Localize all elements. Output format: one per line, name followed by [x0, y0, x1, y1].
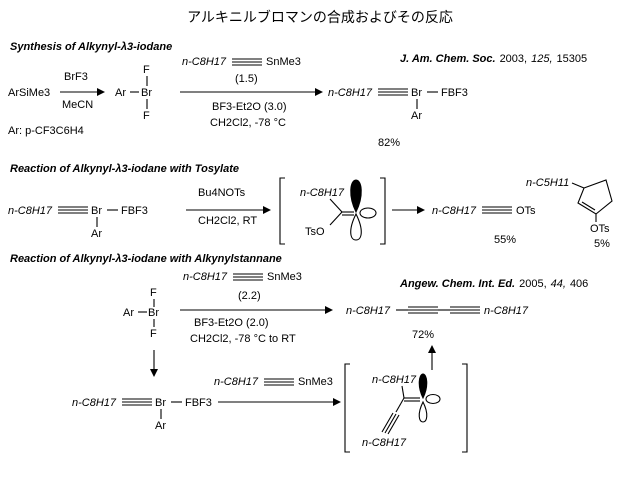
reagent-alkynylstannane-2: n-C8H17 SnMe3	[183, 271, 302, 283]
svg-text:n-C8H17: n-C8H17	[328, 87, 373, 99]
svg-text:SnMe3: SnMe3	[298, 376, 333, 388]
product-cyclopentenyl-tosylate: n-C5H11 OTs	[526, 177, 613, 235]
svg-text:Ar: Ar	[411, 110, 422, 122]
equivalents-1-5: (1.5)	[235, 73, 258, 85]
svg-text:Br: Br	[155, 397, 166, 409]
svg-text:n-C5H11: n-C5H11	[526, 177, 569, 189]
ar-definition: Ar: p-CF3C6H4	[8, 125, 84, 137]
svg-text:FBF3: FBF3	[441, 87, 468, 99]
equivalents-2-2: (2.2)	[238, 290, 261, 302]
reactant-arbrf2-2: F Ar Br F	[123, 287, 159, 340]
journal-pages: 15305	[557, 53, 588, 65]
journal-year: 2003,	[500, 53, 528, 65]
yield-72: 72%	[412, 329, 434, 341]
p-orbital-filled-lobe-2	[418, 373, 428, 400]
reagent-bu4nots: Bu4NOTs	[198, 187, 246, 199]
svg-text:n-C8H17: n-C8H17	[432, 205, 477, 217]
reagent-brf3: BrF3	[64, 71, 88, 83]
svg-text:Ar: Ar	[91, 228, 102, 240]
svg-text:n-C8H17: n-C8H17	[214, 376, 259, 388]
svg-text:F: F	[150, 328, 157, 340]
p-orbital-empty-lobe	[350, 212, 362, 241]
p-orbital-empty-lobe-2	[418, 400, 428, 423]
product-alkynyl-tosylate: n-C8H17 OTs	[432, 205, 536, 217]
svg-text:F: F	[150, 287, 157, 299]
condition-rt: CH2Cl2, RT	[198, 215, 257, 227]
svg-text:Ar: Ar	[123, 307, 134, 319]
journal-reference-angew: Angew. Chem. Int. Ed.2005,44,406	[399, 278, 588, 290]
carbene-intermediate: n-C8H17 TsO	[279, 177, 386, 245]
svg-text:SnMe3: SnMe3	[267, 271, 302, 283]
tosylate-heading: Reaction of Alkynyl-λ3-iodane with Tosyl…	[10, 163, 239, 175]
atom-ar: Ar	[115, 87, 126, 99]
p-orbital-filled-lobe	[350, 179, 362, 214]
svg-text:FBF3: FBF3	[185, 397, 212, 409]
stannane-heading: Reaction of Alkynyl-λ3-iodane with Alkyn…	[10, 253, 282, 265]
solvent-mecn: MeCN	[62, 99, 93, 111]
journal-volume: 125,	[531, 53, 552, 65]
svg-text:Br: Br	[91, 205, 102, 217]
svg-text:Br: Br	[148, 307, 159, 319]
condition-bf3-2: BF3-Et2O (2.0)	[194, 317, 269, 329]
yield-82: 82%	[378, 137, 400, 149]
svg-text:SnMe3: SnMe3	[266, 56, 301, 68]
product-diyne: n-C8H17 n-C8H17	[346, 305, 529, 317]
reactant-arsime3: ArSiMe3	[8, 87, 50, 99]
atom-f-bottom: F	[143, 110, 150, 122]
condition-bf3: BF3-Et2O (3.0)	[212, 101, 287, 113]
svg-text:OTs: OTs	[590, 223, 610, 235]
reagent-alkynylstannane: n-C8H17 SnMe3	[182, 56, 301, 68]
svg-text:Br: Br	[411, 87, 422, 99]
reactant-alkynylbromane-2: n-C8H17 Br FBF3 Ar	[8, 205, 148, 240]
condition-solvent-temp-2: CH2Cl2, -78 °C to RT	[190, 333, 296, 345]
intermediate-arbrf2: F Ar Br F	[115, 64, 152, 122]
svg-text:n-C8H17: n-C8H17	[484, 305, 529, 317]
condition-solvent-temp: CH2Cl2, -78 °C	[210, 117, 286, 129]
svg-text:n-C8H17: n-C8H17	[362, 437, 407, 449]
journal-name-2: Angew. Chem. Int. Ed.	[399, 278, 515, 290]
svg-text:n-C8H17: n-C8H17	[300, 187, 345, 199]
page-title: アルキニルブロマンの合成およびその反応	[187, 9, 453, 25]
atom-f-top: F	[143, 64, 150, 76]
yield-5: 5%	[594, 238, 610, 250]
svg-text:n-C8H17: n-C8H17	[183, 271, 228, 283]
svg-text:FBF3: FBF3	[121, 205, 148, 217]
sigma-orbital-lobe-2	[425, 393, 441, 405]
atom-br: Br	[141, 87, 152, 99]
svg-text:J. Am. Chem. Soc.2003,125,1530: J. Am. Chem. Soc. 2003,125, 15305	[400, 53, 587, 65]
svg-text:n-C8H17: n-C8H17	[182, 56, 227, 68]
svg-text:OTs: OTs	[516, 205, 536, 217]
sigma-orbital-lobe	[359, 207, 377, 219]
product-alkynylbromane: n-C8H17 Br FBF3 Ar	[328, 87, 468, 122]
svg-text:Ar: Ar	[155, 420, 166, 432]
svg-text:n-C8H17: n-C8H17	[372, 374, 417, 386]
journal-reference-jacs: J. Am. Chem. Soc. 2003,125, 15305	[400, 53, 587, 65]
svg-text:TsO: TsO	[305, 226, 325, 238]
journal-name: J. Am. Chem. Soc.	[400, 53, 496, 65]
reactant-alkynylbromane-3: n-C8H17 Br FBF3 Ar	[72, 397, 212, 432]
svg-text:n-C8H17: n-C8H17	[8, 205, 53, 217]
svg-text:n-C8H17: n-C8H17	[346, 305, 391, 317]
svg-text:Angew. Chem. Int. Ed.2005,44,4: Angew. Chem. Int. Ed.2005,44,406	[399, 278, 588, 290]
alkylidene-carbene-intermediate: n-C8H17 n-C8H17	[344, 363, 468, 453]
svg-text:n-C8H17: n-C8H17	[72, 397, 117, 409]
yield-55: 55%	[494, 234, 516, 246]
reagent-alkynylstannane-3: n-C8H17 SnMe3	[214, 376, 333, 388]
synthesis-heading: Synthesis of Alkynyl-λ3-iodane	[10, 41, 172, 53]
